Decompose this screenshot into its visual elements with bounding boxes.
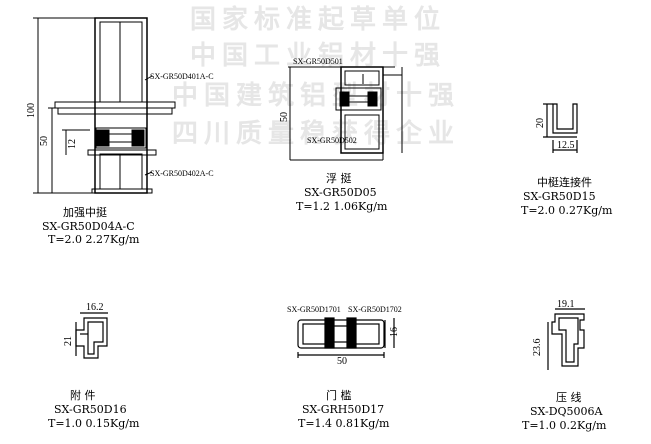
profile-code: SX-GR50D05 [304,186,377,199]
part-code-label: SX-GR50D1702 [348,305,402,314]
profile-spec: T=1.0 0.2Kg/m [522,419,607,432]
part-code-label: SX-GR50D401A-C [150,72,214,81]
profile-code: SX-GRH50D17 [302,403,384,416]
profile-code: SX-GR50D04A-C [42,220,135,233]
profile-spec: T=2.0 0.27Kg/m [521,204,613,217]
dim-height-label: 21 [63,336,74,346]
watermark-line: 国家标准起草单位 [190,4,446,35]
part-code-label: SX-GR50D402A-C [150,169,214,178]
dim-height-label: 50 [279,112,290,122]
dim-height-label: 100 [26,103,37,118]
dim-width-label: 16.2 [86,302,104,313]
profile-p1-drawing [33,17,176,194]
profile-spec: T=1.2 1.06Kg/m [296,200,388,213]
dim-mid-label: 50 [39,136,50,146]
part-code-label: SX-GR50D1701 [287,305,341,314]
profile-code: SX-DQ5006A [530,405,604,418]
watermark-line: 中国建筑铝型材十强 [172,80,460,111]
profile-p4-drawing [75,312,108,359]
watermark-line: 四川质量稳获得企业 [172,118,460,149]
profile-name: 浮 挺 [326,171,352,185]
watermark-line: 中国工业铝材十强 [190,41,446,71]
profile-code: SX-GR50D15 [523,190,596,203]
profile-name: 附 件 [70,388,96,402]
profile-spec: T=1.4 0.81Kg/m [298,417,390,430]
part-code-label: SX-GR50D502 [307,136,357,145]
profile-p3-drawing [543,103,578,153]
profile-name: 门 槛 [326,388,352,402]
dim-small-label: 12 [67,139,78,149]
profile-code: SX-GR50D16 [54,403,127,416]
profile-p2-drawing [288,66,403,161]
dim-height-label: 23.6 [532,339,543,357]
dim-height-label: 16 [389,327,400,337]
profile-spec: T=1.0 0.15Kg/m [48,417,140,430]
dim-height-label: 20 [535,118,546,128]
profile-name: 压 线 [556,390,582,404]
dim-width-label: 12.5 [557,140,575,151]
dim-width-label: 19.1 [557,299,575,310]
dim-width-label: 50 [337,356,347,367]
dim-small-label: 12 [369,94,380,104]
watermark: 国家标准起草单位 中国工业铝材十强 中国建筑铝型材十强 四川质量稳获得企业 [172,4,460,149]
profile-p5-drawing [297,317,395,358]
part-code-label: SX-GR50D501 [293,57,343,66]
profile-name: 加强中挺 [63,205,107,219]
profile-name: 中梃连接件 [537,175,592,189]
profile-p6-drawing [547,308,585,370]
profile-spec: T=2.0 2.27Kg/m [48,233,140,246]
